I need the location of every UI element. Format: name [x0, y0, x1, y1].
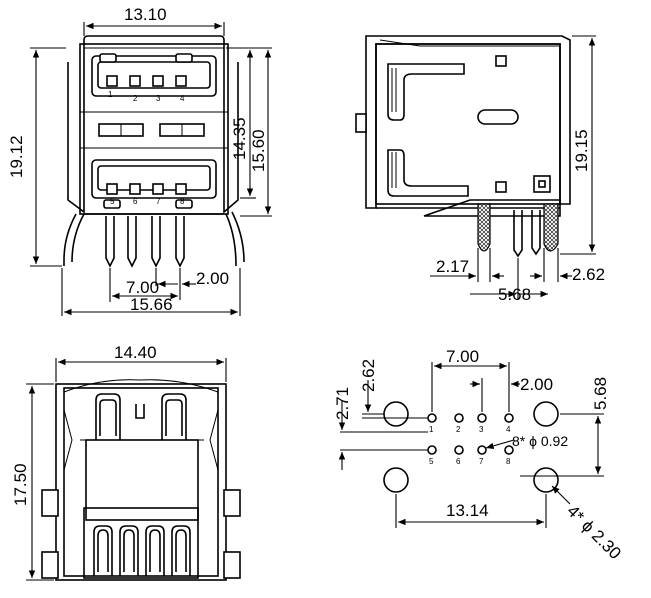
- bottom-view: 14.40 17.50: [11, 343, 241, 581]
- front-pin-4: 4: [180, 94, 185, 103]
- fp-pin-8: 8: [506, 457, 511, 466]
- fp-dim-right: 5.68: [591, 377, 610, 410]
- front-pin-6: 6: [133, 197, 138, 206]
- fp-pin-1: 1: [429, 425, 434, 434]
- front-view: 1 2 3 4 5 6 7 8: [7, 5, 272, 316]
- dim-side-right: 2.62: [572, 265, 605, 284]
- side-view: 19.15 2.17 2.62 5.68: [355, 35, 605, 304]
- mount-hole-2: [533, 401, 559, 427]
- fp-pin-5: 5: [429, 457, 434, 466]
- fp-dim-offset: 2.00: [520, 375, 553, 394]
- front-pin-8: 8: [180, 197, 185, 206]
- dim-front-outer-height: 15.60: [249, 129, 268, 172]
- fp-dim-271: 2.71: [333, 387, 352, 420]
- dim-front-inner-height: 14.35: [230, 117, 249, 160]
- footprint-view: 1 2 3 4 5 6 7 8 7.00 2.00 2.62 2.71 5.68: [333, 347, 625, 563]
- dim-side-left: 2.17: [436, 257, 469, 276]
- dim-bottom-height: 17.50: [11, 463, 30, 506]
- dim-front-left-height: 19.12: [7, 135, 26, 178]
- front-pin-2: 2: [133, 94, 138, 103]
- front-pin-7: 7: [156, 197, 161, 206]
- dim-front-pin-pitch: 7.00: [126, 278, 159, 297]
- upper-contacts: [106, 75, 187, 87]
- front-pin-1: 1: [108, 90, 113, 99]
- fp-hole-large-callout: 4* ϕ 2.30: [563, 501, 625, 563]
- front-pins: [105, 216, 185, 268]
- fp-pin-3: 3: [479, 425, 484, 434]
- fp-dim-262: 2.62: [359, 359, 378, 392]
- mount-hole-4: [533, 467, 559, 493]
- front-pin-5: 5: [110, 197, 115, 206]
- signal-holes: [427, 413, 514, 455]
- dim-side-height: 19.15: [572, 129, 591, 172]
- dim-side-bottom: 5.68: [498, 285, 531, 304]
- fp-pin-2: 2: [456, 425, 461, 434]
- fp-pin-7: 7: [479, 457, 484, 466]
- front-pin-3: 3: [156, 94, 161, 103]
- dim-front-pin-offset: 2.00: [196, 269, 229, 288]
- fp-pin-6: 6: [456, 457, 461, 466]
- dim-front-top-width: 13.10: [124, 5, 167, 24]
- bottom-contacts: [93, 525, 191, 576]
- mount-hole-1: [383, 401, 409, 427]
- fp-pin-4: 4: [506, 425, 511, 434]
- mount-hole-3: [383, 467, 409, 493]
- lower-contacts: [106, 183, 187, 195]
- fp-hole-small-callout: 8* ϕ 0.92: [512, 433, 568, 449]
- dim-bottom-width: 14.40: [114, 343, 157, 362]
- dim-front-overall-width: 15.66: [130, 295, 173, 314]
- fp-dim-pitch: 7.00: [446, 347, 479, 366]
- fp-dim-bottom: 13.14: [446, 501, 489, 520]
